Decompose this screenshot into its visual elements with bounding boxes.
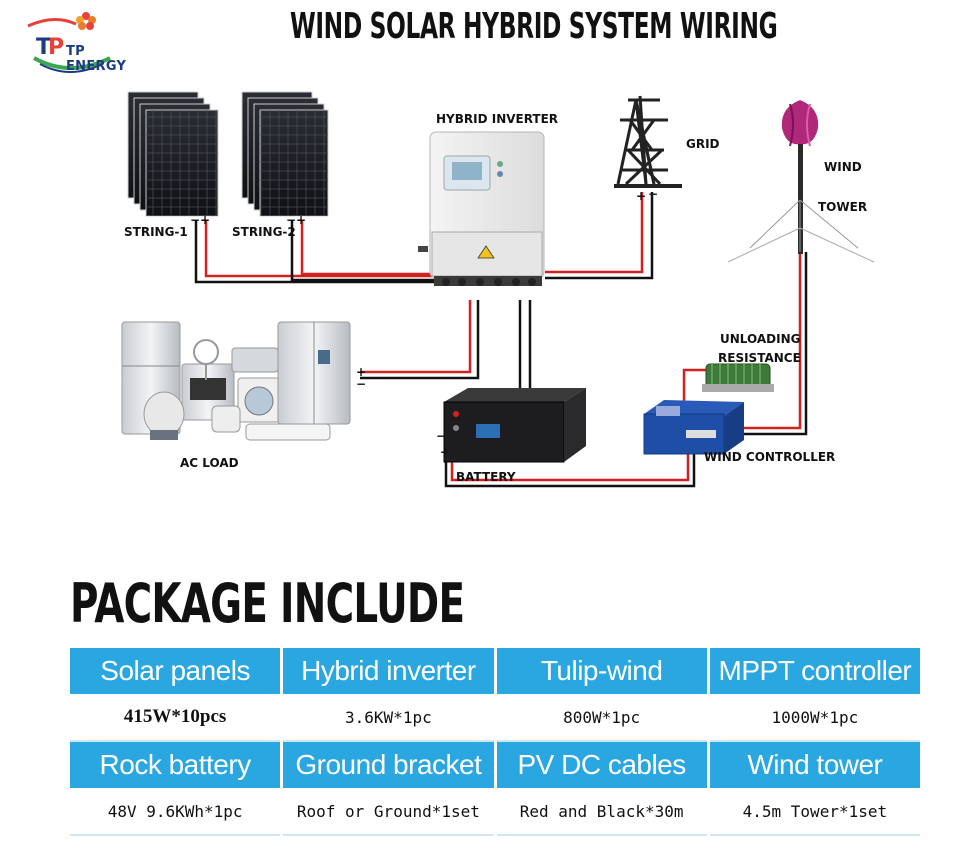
- label-grid: GRID: [686, 137, 720, 151]
- svg-text:+: +: [200, 213, 210, 227]
- label-string-2: STRING-2: [232, 225, 296, 239]
- pkg-value-hybrid-inverter: 3.6KW*1pc: [283, 694, 494, 742]
- wind-turbine: [727, 100, 875, 263]
- table-row-header-1: Solar panels Hybrid inverter Tulip-wind …: [70, 648, 920, 694]
- pkg-value-wind-tower: 4.5m Tower*1set: [709, 788, 920, 836]
- label-battery: BATTERY: [456, 470, 516, 484]
- unloading-resistance: [702, 363, 774, 392]
- wiring-diagram: − + − + + −: [121, 91, 875, 488]
- pkg-header-wind-tower: Wind tower: [709, 742, 920, 788]
- label-wind: WIND: [824, 160, 862, 174]
- table-row-header-2: Rock battery Ground bracket PV DC cables…: [70, 742, 920, 788]
- pkg-value-pv-dc-cables: Red and Black*30m: [496, 788, 707, 836]
- svg-text:T: T: [36, 35, 51, 60]
- pkg-header-pv-dc-cables: PV DC cables: [496, 742, 707, 788]
- label-ac-load: AC LOAD: [180, 456, 239, 470]
- svg-text:+: +: [440, 445, 450, 459]
- logo-mark-icon: T P: [27, 12, 111, 73]
- pkg-value-solar-panels: 415W*10pcs: [70, 694, 281, 742]
- svg-text:−: −: [356, 377, 366, 391]
- pkg-value-ground-bracket: Roof or Ground*1set: [283, 788, 494, 836]
- solar-panel-string-1: [127, 91, 219, 217]
- pkg-header-tulip-wind: Tulip-wind: [496, 648, 707, 694]
- table-row-values-2: 48V 9.6KWh*1pc Roof or Ground*1set Red a…: [70, 788, 920, 836]
- label-unloading: UNLOADING: [720, 332, 801, 346]
- svg-text:−: −: [286, 213, 296, 227]
- label-resistance: RESISTANCE: [718, 351, 801, 365]
- battery-unit: [443, 388, 586, 463]
- label-tower: TOWER: [818, 200, 867, 214]
- ac-load-appliances: [121, 321, 351, 441]
- wind-controller-unit: [643, 400, 744, 455]
- package-title: PACKAGE INCLUDE: [70, 572, 465, 635]
- solar-panel-string-2: [241, 91, 329, 217]
- label-wind-controller: WIND CONTROLLER: [704, 450, 835, 464]
- pkg-value-mppt-controller: 1000W*1pc: [709, 694, 920, 742]
- svg-text:P: P: [48, 35, 64, 60]
- pkg-value-rock-battery: 48V 9.6KWh*1pc: [70, 788, 281, 836]
- pkg-header-mppt-controller: MPPT controller: [709, 648, 920, 694]
- table-row-values-1: 415W*10pcs 3.6KW*1pc 800W*1pc 1000W*1pc: [70, 694, 920, 742]
- wires: [194, 192, 808, 488]
- pkg-header-ground-bracket: Ground bracket: [283, 742, 494, 788]
- hybrid-inverter: [418, 131, 545, 286]
- svg-text:+: +: [636, 189, 646, 203]
- pkg-header-solar-panels: Solar panels: [70, 648, 281, 694]
- svg-text:+: +: [356, 365, 366, 379]
- pkg-header-hybrid-inverter: Hybrid inverter: [283, 648, 494, 694]
- package-table: Solar panels Hybrid inverter Tulip-wind …: [67, 648, 923, 836]
- grid-tower-icon: [614, 95, 682, 188]
- label-hybrid-inverter: HYBRID INVERTER: [436, 112, 558, 126]
- svg-text:−: −: [648, 187, 658, 201]
- pkg-header-rock-battery: Rock battery: [70, 742, 281, 788]
- pkg-value-tulip-wind: 800W*1pc: [496, 694, 707, 742]
- svg-text:+: +: [296, 213, 306, 227]
- svg-text:−: −: [436, 429, 446, 443]
- label-string-1: STRING-1: [124, 225, 188, 239]
- svg-text:−: −: [190, 213, 200, 227]
- logo-text: TP ENERGY: [66, 44, 127, 74]
- brand-logo: T P TP ENERGY: [14, 8, 144, 76]
